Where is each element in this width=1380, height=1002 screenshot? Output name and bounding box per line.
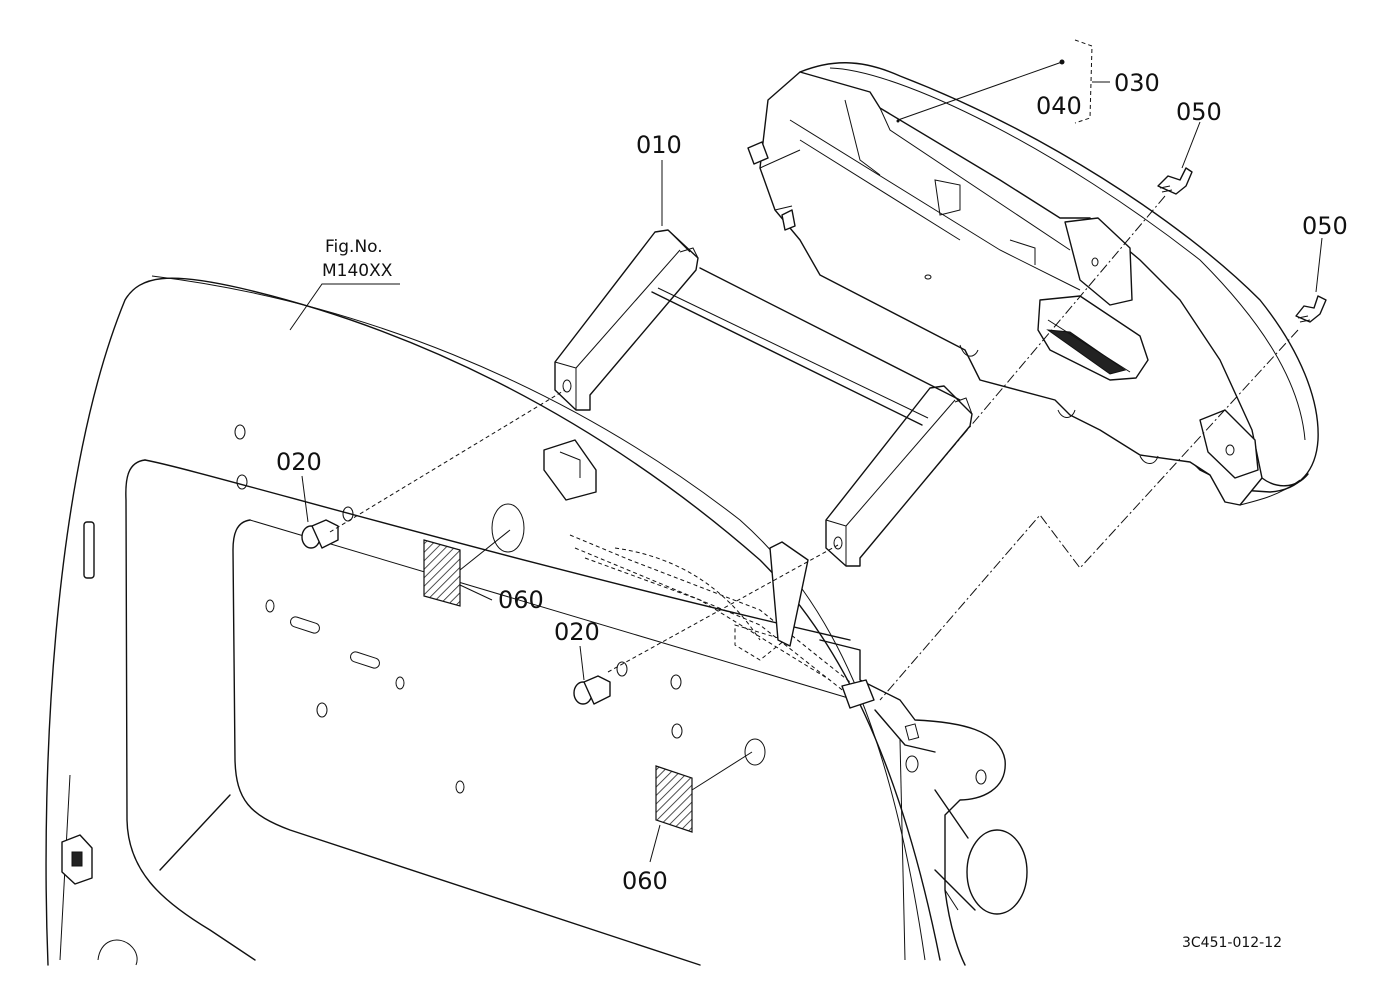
screw-050-right xyxy=(1295,295,1327,323)
figure-ref-caption: Fig.No. xyxy=(325,237,383,257)
callout-060-bottom: 060 xyxy=(622,867,668,895)
stay-bracket-010 xyxy=(554,229,973,567)
label-060-bottom xyxy=(655,765,693,833)
callout-010: 010 xyxy=(636,131,682,159)
bolt-020-top xyxy=(301,506,354,549)
meter-panel-030 xyxy=(747,62,1319,506)
screw-050-top xyxy=(1157,167,1193,195)
callout-020-top: 020 xyxy=(276,448,322,476)
callout-020-bottom: 020 xyxy=(554,618,600,646)
callout-050-top: 050 xyxy=(1176,98,1222,126)
callout-060-top: 060 xyxy=(498,586,544,614)
callout-050-right: 050 xyxy=(1302,212,1348,240)
callout-040: 040 xyxy=(1036,92,1082,120)
figure-ref-number: M140XX xyxy=(322,261,393,281)
bolt-020-bottom xyxy=(573,661,628,705)
leader-lines xyxy=(289,39,1323,863)
callout-030: 030 xyxy=(1114,69,1160,97)
drawing-code: 3C451-012-12 xyxy=(1182,935,1282,951)
panel-housing xyxy=(45,275,1028,966)
label-060-top xyxy=(423,539,461,607)
